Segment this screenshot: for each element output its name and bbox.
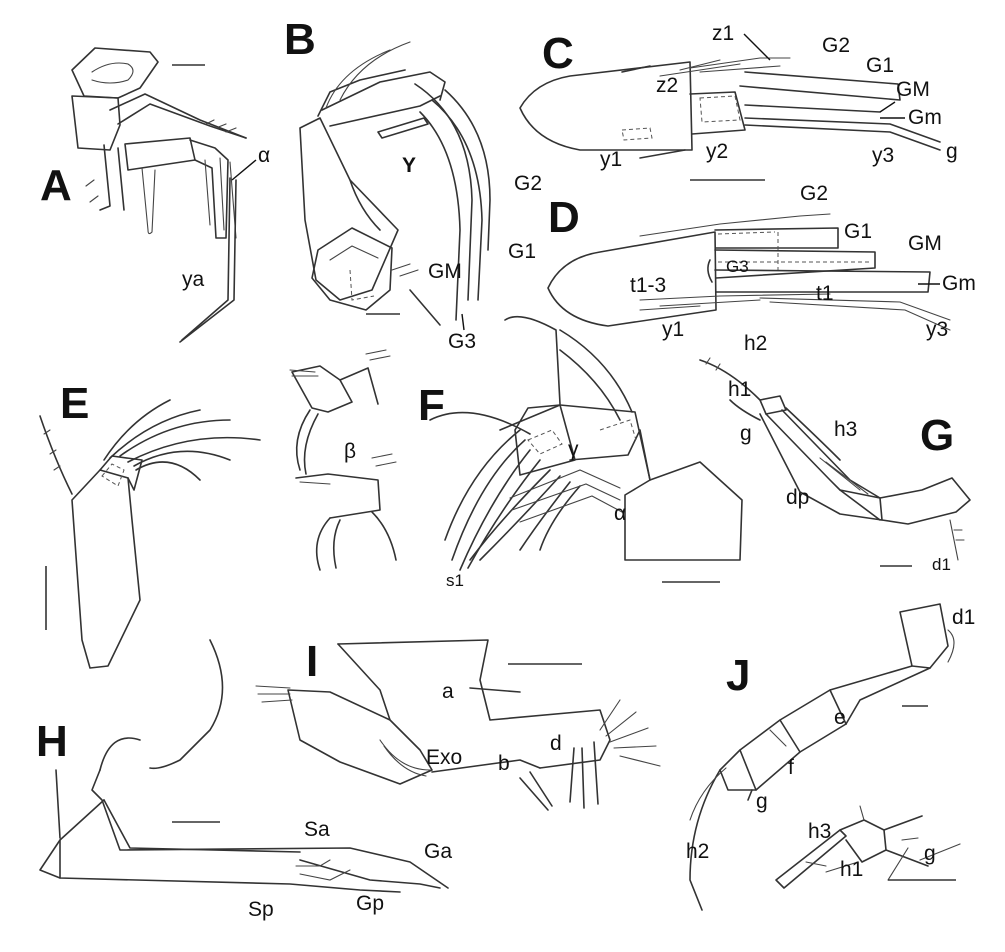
panel-letter-i: I (306, 637, 318, 686)
label-j-h3: h3 (808, 820, 831, 843)
panel-letter-h: H (36, 717, 68, 766)
panel-letter-j: J (726, 651, 750, 700)
label-e-beta: β (344, 440, 356, 463)
label-d-t13: t1-3 (630, 274, 666, 297)
label-j-h2: h2 (686, 840, 709, 863)
label-c-z1: z1 (712, 22, 734, 45)
panel-f (429, 315, 743, 583)
label-i-d: d (550, 732, 562, 755)
panel-letter-g: G (920, 411, 954, 460)
label-f-gamma: γ (568, 438, 579, 461)
label-b-y: Y (402, 154, 416, 177)
label-d-gm: GM (908, 232, 942, 255)
label-c-g2: G2 (822, 34, 850, 57)
label-f-alpha: α (614, 502, 626, 525)
panel-j (689, 603, 961, 911)
label-i-exo: Exo (426, 746, 462, 769)
label-f-s1: s1 (446, 571, 464, 590)
label-h-ga: Ga (424, 840, 452, 863)
arrow-c-gm (879, 101, 896, 113)
arrow-c-z1 (743, 33, 771, 61)
label-g-dp: dp (786, 486, 809, 509)
panel-i (255, 639, 661, 811)
panel-g (699, 357, 971, 567)
label-i-a: a (442, 680, 454, 703)
label-b-g3: G3 (448, 330, 476, 353)
label-d-g1: G1 (844, 220, 872, 243)
arrow-b-g3 (461, 313, 465, 331)
label-d-y1: y1 (662, 318, 684, 341)
label-a-ya: ya (182, 268, 205, 291)
panel-letter-e: E (60, 379, 89, 428)
label-h-gp: Gp (356, 892, 384, 915)
label-h-sp: Sp (248, 898, 274, 921)
label-g-d1: d1 (932, 555, 951, 574)
label-j-d1: d1 (952, 606, 975, 629)
arrow-a-alpha (231, 159, 257, 181)
panel-e (39, 349, 397, 669)
panel-letter-d: D (548, 193, 580, 242)
label-b-gm: GM (428, 260, 462, 283)
label-g-g: g (740, 422, 752, 445)
label-c-y3: y3 (872, 144, 894, 167)
panel-letter-a: A (40, 161, 72, 210)
panel-letter-f: F (418, 381, 445, 430)
label-j-f: f (788, 756, 794, 779)
label-g-h2: h2 (744, 332, 767, 355)
label-j-h1: h1 (840, 858, 863, 881)
label-d-g3: G3 (726, 257, 749, 276)
label-b-g2: G2 (514, 172, 542, 195)
label-c-gm-small: Gm (908, 106, 942, 129)
label-g-h3: h3 (834, 418, 857, 441)
panel-letter-c: C (542, 29, 574, 78)
panel-h (39, 639, 449, 893)
panel-letter-b: B (284, 15, 316, 64)
label-c-y2: y2 (706, 140, 728, 163)
label-j-e: e (834, 706, 846, 729)
label-c-g: g (946, 140, 958, 163)
label-b-g1: G1 (508, 240, 536, 263)
label-d-gm-small: Gm (942, 272, 976, 295)
label-d-t1: t1 (816, 282, 834, 305)
label-c-g1: G1 (866, 54, 894, 77)
label-j-g-inset: g (924, 842, 936, 865)
panel-d (547, 213, 951, 331)
label-a-alpha: α (258, 144, 270, 167)
label-c-y1: y1 (600, 148, 622, 171)
label-c-gm: GM (896, 78, 930, 101)
label-h-sa: Sa (304, 818, 330, 841)
label-c-z2: z2 (656, 74, 678, 97)
panel-c (519, 57, 941, 181)
panel-a (71, 47, 247, 343)
label-j-g: g (756, 790, 768, 813)
label-d-g2: G2 (800, 182, 828, 205)
panel-b (299, 41, 491, 326)
label-g-h1: h1 (728, 378, 751, 401)
label-i-b: b (498, 752, 510, 775)
label-d-y3: y3 (926, 318, 948, 341)
